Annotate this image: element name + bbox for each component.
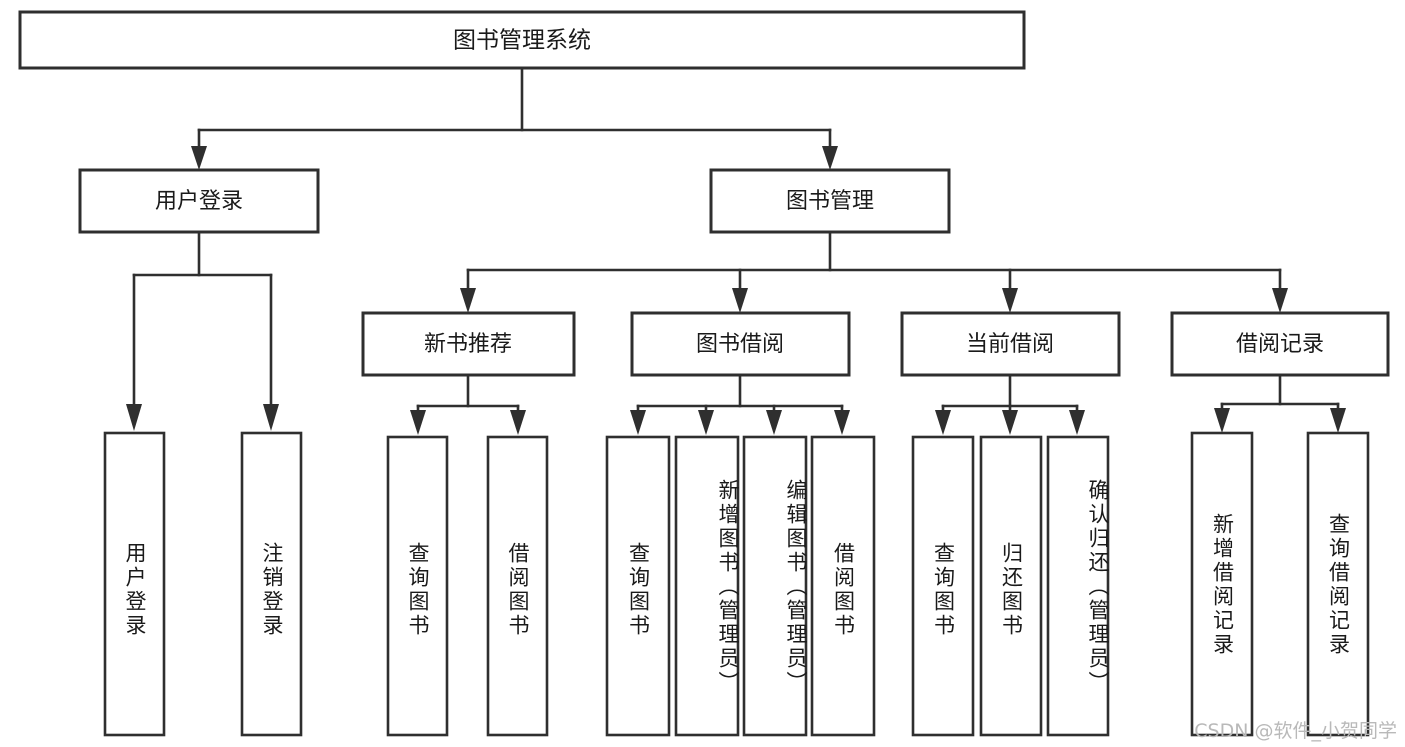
connectors-book-manage-to-level3 — [460, 230, 1288, 313]
arrow-head-cb-leaf3 — [1069, 410, 1085, 435]
arrow-head-borrow-record — [1272, 288, 1288, 313]
node-root[interactable]: 图书管理系统 — [18, 10, 1026, 70]
connectors-root-to-level2 — [191, 66, 838, 170]
arrow-head-nb-leaf1 — [410, 410, 426, 435]
node-current-borrow-box[interactable] — [900, 311, 1121, 377]
node-book-borrow-label: 图书借阅 — [696, 332, 784, 357]
arrow-head-bb-leaf4 — [834, 410, 850, 435]
node-book-manage-box[interactable] — [709, 168, 951, 234]
arrow-head-book-borrow — [732, 288, 748, 313]
connectors-current-borrow-to-leaves — [935, 373, 1085, 435]
node-user-login-box[interactable] — [78, 168, 320, 234]
csdn-watermark: CSDN @软件_小贺同学 — [1194, 720, 1397, 742]
node-book-borrow-box[interactable] — [630, 311, 851, 377]
node-borrow-record[interactable]: 借阅记录 — [1170, 311, 1390, 377]
node-book-manage[interactable]: 图书管理 — [709, 168, 951, 234]
leaf-box-user-login-2[interactable] — [240, 431, 303, 737]
leaf-box-book-borrow-1[interactable] — [605, 435, 671, 737]
node-new-book[interactable]: 新书推荐 — [361, 311, 576, 377]
connectors-book-borrow-to-leaves — [630, 373, 850, 435]
leaf-box-borrow-record-1[interactable] — [1190, 431, 1254, 737]
node-new-book-label: 新书推荐 — [424, 332, 512, 357]
node-user-login[interactable]: 用户登录 — [78, 168, 320, 234]
node-borrow-record-box[interactable] — [1170, 311, 1390, 377]
node-borrow-record-label: 借阅记录 — [1236, 332, 1324, 357]
arrow-head-cb-leaf2 — [1002, 410, 1018, 435]
leaf-box-user-login-1[interactable] — [103, 431, 166, 737]
connectors-user-login-to-leaves — [126, 230, 279, 431]
arrow-head-nb-leaf2 — [510, 410, 526, 435]
node-new-book-box[interactable] — [361, 311, 576, 377]
leaf-box-current-borrow-1[interactable] — [911, 435, 975, 737]
node-book-borrow[interactable]: 图书借阅 — [630, 311, 851, 377]
arrow-head-bb-leaf3 — [766, 410, 782, 435]
node-root-label: 图书管理系统 — [453, 28, 591, 54]
node-root-box[interactable] — [18, 10, 1026, 70]
leaf-box-book-borrow-2[interactable] — [674, 435, 740, 737]
leaf-box-book-borrow-3[interactable] — [742, 435, 808, 737]
arrow-head-book-manage — [822, 146, 838, 170]
arrow-head-ul-leaf2 — [263, 404, 279, 431]
leaf-box-new-book-2[interactable] — [486, 435, 549, 737]
arrow-head-cb-leaf1 — [935, 410, 951, 435]
node-book-manage-label: 图书管理 — [786, 189, 874, 214]
arrow-head-br-leaf2 — [1330, 408, 1346, 433]
leaf-box-book-borrow-4[interactable] — [810, 435, 876, 737]
node-current-borrow[interactable]: 当前借阅 — [900, 311, 1121, 377]
connectors-new-book-to-leaves — [410, 373, 526, 435]
leaf-box-borrow-record-2[interactable] — [1306, 431, 1370, 737]
arrow-head-bb-leaf1 — [630, 410, 646, 435]
arrow-head-user-login — [191, 146, 207, 170]
arrow-head-current-borrow — [1002, 288, 1018, 313]
node-user-login-label: 用户登录 — [155, 189, 243, 214]
arrow-head-br-leaf1 — [1214, 408, 1230, 433]
arrow-head-new-book — [460, 288, 476, 313]
leaf-box-current-borrow-3[interactable] — [1046, 435, 1110, 737]
arrow-head-ul-leaf1 — [126, 404, 142, 431]
node-current-borrow-label: 当前借阅 — [966, 332, 1054, 357]
leaf-box-current-borrow-2[interactable] — [979, 435, 1043, 737]
connectors-borrow-record-to-leaves — [1214, 373, 1346, 433]
arrow-head-bb-leaf2 — [698, 410, 714, 435]
leaf-box-new-book-1[interactable] — [386, 435, 449, 737]
